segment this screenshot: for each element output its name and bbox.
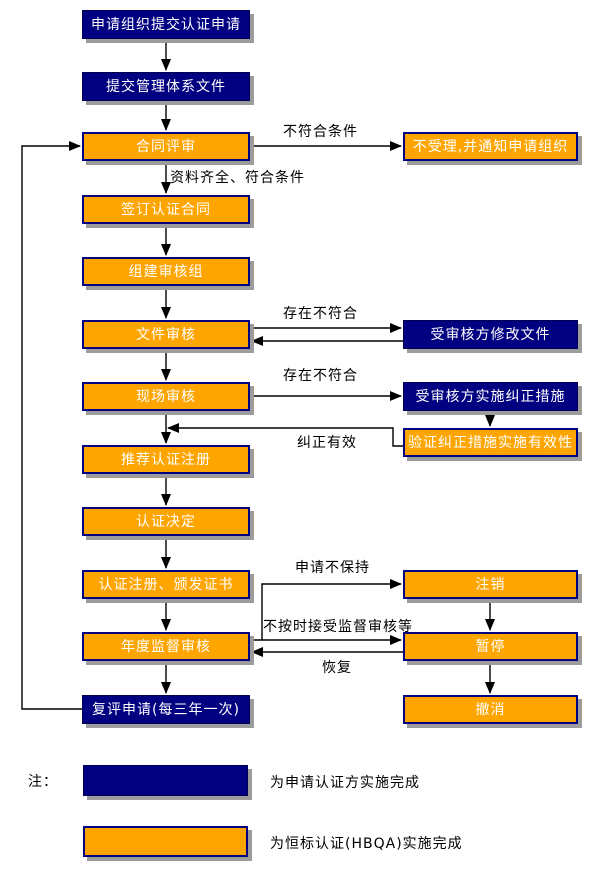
- edge-label-nonconformity-doc: 存在不符合: [283, 306, 358, 322]
- flow-node-site-audit: 现场审核: [82, 382, 250, 411]
- legend-label-hbqa: 为恒标认证(HBQA)实施完成: [270, 836, 463, 852]
- flow-node-corrective-action: 受审核方实施纠正措施: [403, 382, 578, 411]
- flow-node-contract-review: 合同评审: [82, 132, 250, 161]
- edge-label-resume: 恢复: [322, 660, 352, 676]
- flow-node-sign-contract: 签订认证合同: [82, 195, 250, 224]
- flow-node-submit-docs: 提交管理体系文件: [82, 72, 250, 101]
- flow-node-cancel: 注销: [403, 570, 578, 599]
- edge-label-correction-effective: 纠正有效: [297, 435, 357, 451]
- legend-label-applicant: 为申请认证方实施完成: [270, 775, 420, 791]
- flow-node-verify-correction: 验证纠正措施实施有效性: [403, 428, 578, 457]
- legend-note: 注：: [28, 774, 58, 790]
- flow-node-decision: 认证决定: [82, 507, 250, 536]
- flow-node-doc-audit: 文件审核: [82, 320, 250, 349]
- legend-swatch-applicant: [83, 765, 248, 796]
- flow-node-revise-docs: 受审核方修改文件: [403, 320, 578, 349]
- flow-edge-verify-loopback: [167, 423, 403, 447]
- flow-node-audit-team: 组建审核组: [82, 257, 250, 286]
- edge-label-nonconformity-site: 存在不符合: [283, 368, 358, 384]
- legend-swatch-hbqa: [83, 826, 248, 857]
- flow-node-suspend: 暂停: [403, 632, 578, 661]
- flow-node-recommend: 推荐认证注册: [82, 445, 250, 474]
- edge-label-not-qualified: 不符合条件: [283, 124, 358, 140]
- edge-label-qualified: 资料齐全、符合条件: [170, 170, 305, 186]
- flow-edge-branch-to-cancel: [261, 579, 402, 640]
- flow-edge-reapply-loop-to-review: [21, 141, 82, 710]
- flow-node-apply: 申请组织提交认证申请: [82, 10, 250, 39]
- edge-label-not-maintain: 申请不保持: [295, 560, 370, 576]
- flow-node-reject: 不受理,并通知申请组织: [403, 132, 578, 161]
- flow-node-reapply: 复评申请(每三年一次): [82, 695, 250, 724]
- edge-label-miss-surveillance: 不按时接受监督审核等: [263, 619, 413, 635]
- flow-node-surveillance: 年度监督审核: [82, 632, 250, 661]
- flow-node-revoke: 撤消: [403, 695, 578, 724]
- flow-node-register-issue: 认证注册、颁发证书: [82, 570, 250, 599]
